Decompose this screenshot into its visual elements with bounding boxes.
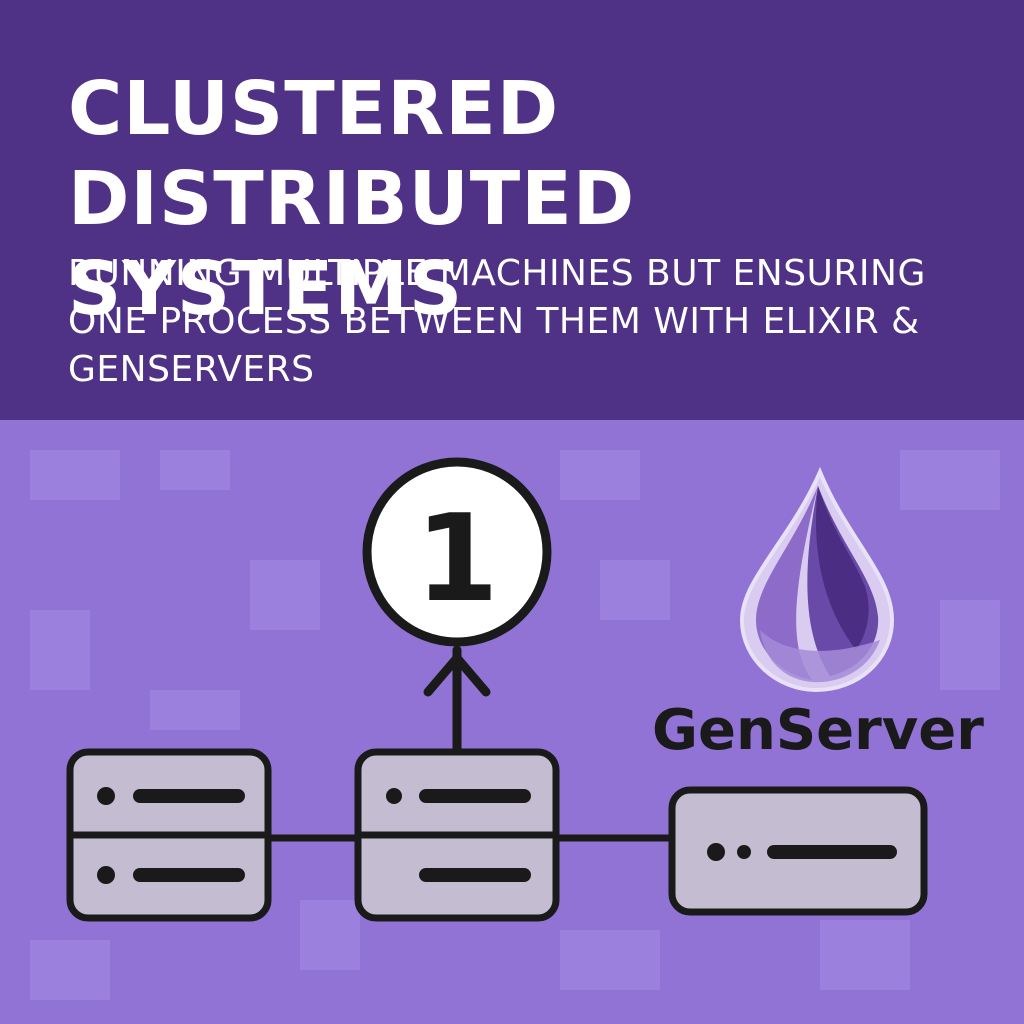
- page-title: CLUSTERED DISTRIBUTED SYSTEMS: [68, 66, 636, 332]
- server-led-icon: [386, 788, 402, 804]
- server-led-icon: [97, 866, 115, 884]
- background-pattern: [30, 450, 1000, 1000]
- genserver-label: GenServer: [652, 698, 984, 763]
- elixir-drop-icon: [739, 466, 895, 693]
- single-process-badge: 1: [362, 457, 552, 647]
- single-process-number: 1: [415, 490, 499, 629]
- server-led-icon: [737, 845, 751, 859]
- up-arrow: [423, 645, 491, 757]
- cluster-diagram: 1: [30, 450, 1000, 1000]
- server-node-2: [354, 748, 560, 922]
- server-led-icon: [97, 787, 115, 805]
- server-led-icon: [707, 843, 725, 861]
- server-node-3: [668, 786, 928, 916]
- header-banner: CLUSTERED DISTRIBUTED SYSTEMS RUNNING MU…: [0, 0, 1024, 420]
- server-node-1: [66, 748, 272, 922]
- page-subtitle: RUNNING MULTIPLE MACHINES BUT ENSURING O…: [68, 253, 926, 390]
